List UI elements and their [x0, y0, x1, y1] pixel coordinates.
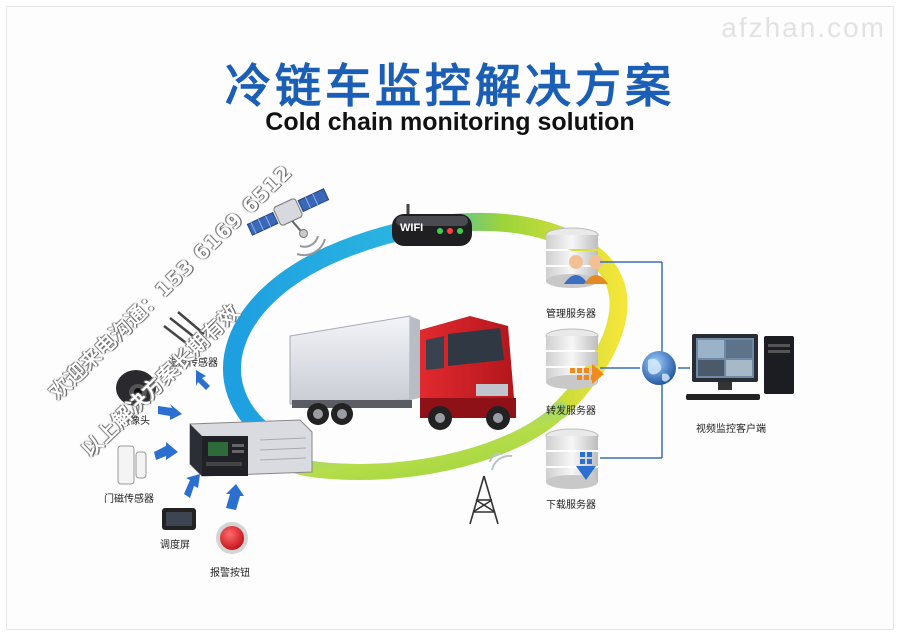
router-label: WIFI — [400, 222, 424, 234]
diagram-frame — [6, 6, 894, 630]
label-management-server: 管理服务器 — [546, 309, 596, 320]
satellite-icon — [246, 188, 330, 238]
screen-icon — [162, 508, 196, 530]
title-chinese: 冷链车监控解决方案 — [225, 59, 675, 113]
truck-icon — [289, 315, 516, 430]
title-english: Cold chain monitoring solution — [265, 108, 635, 136]
wifi-router-icon — [392, 204, 472, 246]
alarm-button-icon — [216, 522, 248, 554]
label-download-server: 下载服务器 — [546, 500, 596, 511]
download-icon — [576, 452, 596, 480]
label-door-sensor: 门磁传感器 — [104, 494, 154, 505]
dvr-device-icon — [189, 419, 313, 477]
door-sensor-icon — [117, 445, 147, 485]
label-forwarding-server: 转发服务器 — [546, 406, 596, 417]
camera-icon — [116, 370, 156, 406]
forward-icon — [570, 364, 604, 384]
label-video-client: 视频监控客户端 — [696, 424, 766, 435]
users-icon — [564, 255, 608, 284]
label-temperature-sensor: 温度传感器 — [168, 358, 218, 369]
tower-signal-waves — [489, 452, 513, 471]
watermark: afzhan.com — [721, 12, 886, 43]
data-arrows — [154, 370, 244, 510]
label-alarm-button: 报警按钮 — [210, 568, 250, 579]
computer-icon — [686, 334, 794, 400]
label-camera: 摄像头 — [120, 416, 150, 427]
temperature-sensor-icon — [163, 311, 205, 347]
label-dispatch-screen: 调度屏 — [160, 540, 190, 551]
satellite-signal — [296, 235, 326, 257]
server-icon — [545, 227, 608, 489]
globe-icon — [642, 351, 676, 385]
signal-tower-icon — [469, 475, 499, 525]
